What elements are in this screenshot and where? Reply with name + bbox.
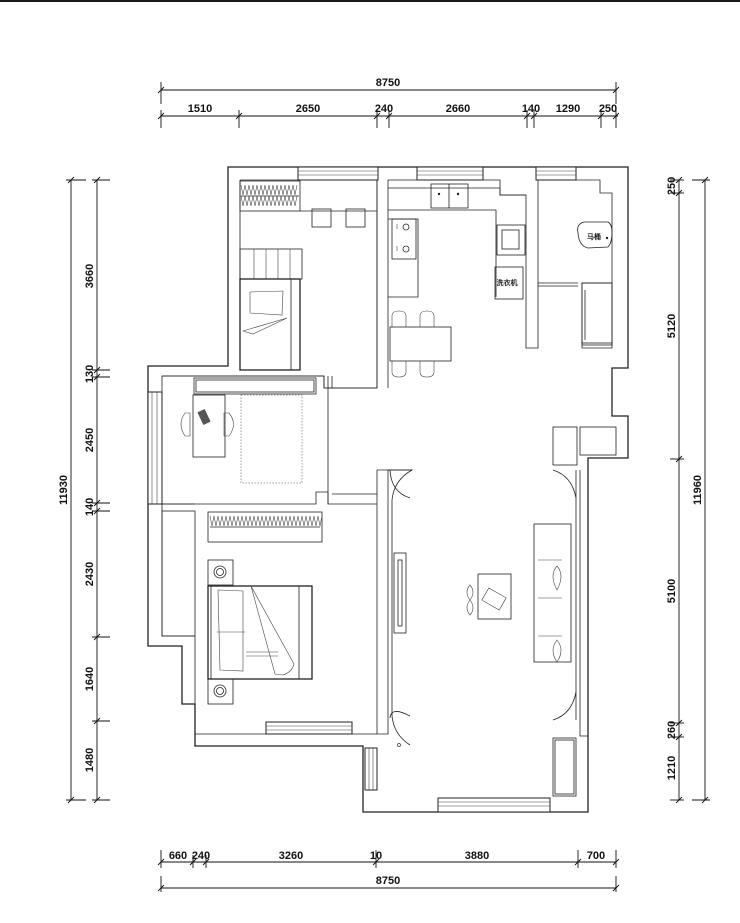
top-dim-4: 2660 [446,103,470,115]
bottom-dim-4: 10 [370,850,382,862]
computer-icon [197,408,211,426]
bedroom-master [161,510,323,705]
cushion-icon [552,565,562,591]
cushion-icon [466,584,474,601]
right-dim-3: 5100 [666,579,678,603]
stool [345,208,366,228]
top-dim-1: 1510 [188,103,212,115]
right-dim-2: 5120 [666,314,678,338]
side-cabinet [161,510,196,637]
dining-table [389,326,452,362]
cushion-icon [466,599,474,616]
cushion-icon [552,639,562,663]
right-dim-5: 1210 [666,756,678,780]
top-dim-5: 140 [522,103,540,115]
nightstand [207,559,234,586]
tv-cabinet [393,552,407,634]
top-dimension-lines [157,82,620,128]
washer-icon [494,266,524,300]
top-border [0,0,740,2]
study [180,377,317,484]
toilet-icon [577,221,613,249]
stool [311,208,332,228]
sofa [533,523,572,663]
bottom-dimension-lines [157,850,620,892]
left-dim-3: 2450 [84,428,96,452]
right-dim-1: 250 [666,177,678,195]
double-sink-icon [430,183,469,209]
display-cabinet [552,426,578,466]
radiator [239,180,301,212]
kitchen: 洗衣机 [388,183,526,378]
desk [192,394,226,458]
chair-right [223,412,234,437]
bookshelf [193,377,317,395]
left-dim-2: 130 [84,365,96,383]
top-dim-3: 240 [375,103,393,115]
fridge-icon [496,224,526,256]
top-total-dimension: 8750 [376,77,400,89]
radiator-zigzag-icon [209,515,323,528]
pillow [249,290,284,316]
bottom-dim-2: 240 [192,850,210,862]
radiator-zigzag-icon [240,184,299,207]
armchair [477,573,512,620]
left-dimension-lines [66,176,110,804]
shower-area [581,282,613,346]
bedsheet-fold [250,585,295,676]
top-dim-7: 250 [599,103,617,115]
right-total-dimension: 11960 [692,475,704,505]
top-dim-2: 2650 [296,103,320,115]
right-dim-4: 260 [666,721,678,739]
bottom-dim-5: 3880 [465,850,489,862]
toilet-label: 马桶 [587,232,601,241]
bottom-dim-6: 700 [587,850,605,862]
interior-walls [162,179,613,737]
washer-label: 洗衣机 [497,278,518,287]
bedroom-north [239,180,377,371]
left-dim-7: 1480 [84,748,96,772]
windows [147,166,577,813]
top-dim-6: 1290 [556,103,580,115]
chair-left [180,412,191,437]
double-bed [207,585,313,680]
right-dimension-lines [670,176,710,804]
rug-outline [240,394,303,484]
bottom-dim-1: 660 [169,850,187,862]
tv-icon [397,559,403,627]
nightstand [207,678,234,705]
left-dim-6: 1640 [84,667,96,691]
left-dim-1: 3660 [84,264,96,288]
left-dim-5: 2430 [84,562,96,586]
radiator [207,511,323,543]
storage-cabinet [552,737,577,797]
left-dim-4: 140 [84,498,96,516]
living-room [377,426,617,797]
bottom-total-dimension: 8750 [376,875,400,887]
left-total-dimension: 11930 [58,475,70,505]
bathroom: 马桶 [577,221,613,346]
pillow [217,589,244,672]
bottom-dim-3: 3260 [279,850,303,862]
